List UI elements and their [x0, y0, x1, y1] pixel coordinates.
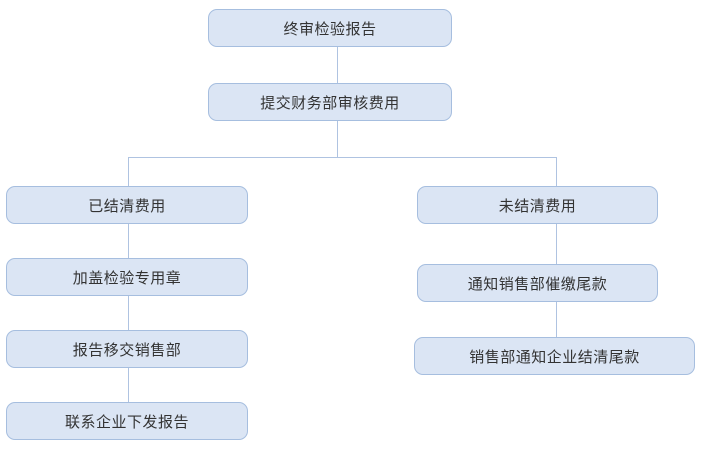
connector-report-to-finance	[337, 47, 338, 83]
connector-notify-to-sales-notify	[556, 302, 557, 337]
node-notify-sales-collect: 通知销售部催缴尾款	[417, 264, 658, 302]
connector-handover-to-contact	[128, 368, 129, 402]
connector-settled-to-stamp	[128, 224, 129, 258]
connector-finance-to-rail	[337, 121, 338, 157]
connector-branch-rail	[128, 157, 557, 158]
node-contact-enterprise-issue: 联系企业下发报告	[6, 402, 248, 440]
node-fees-settled: 已结清费用	[6, 186, 248, 224]
node-final-inspection-report: 终审检验报告	[208, 9, 452, 47]
connector-rail-to-settled	[128, 157, 129, 186]
node-sales-notify-enterprise: 销售部通知企业结清尾款	[414, 337, 695, 375]
node-fees-unsettled: 未结清费用	[417, 186, 658, 224]
connector-stamp-to-handover	[128, 296, 129, 330]
connector-rail-to-unsettled	[556, 157, 557, 186]
node-stamp-inspection-seal: 加盖检验专用章	[6, 258, 248, 296]
node-submit-finance-review: 提交财务部审核费用	[208, 83, 452, 121]
node-report-to-sales: 报告移交销售部	[6, 330, 248, 368]
connector-unsettled-to-notify	[556, 224, 557, 264]
